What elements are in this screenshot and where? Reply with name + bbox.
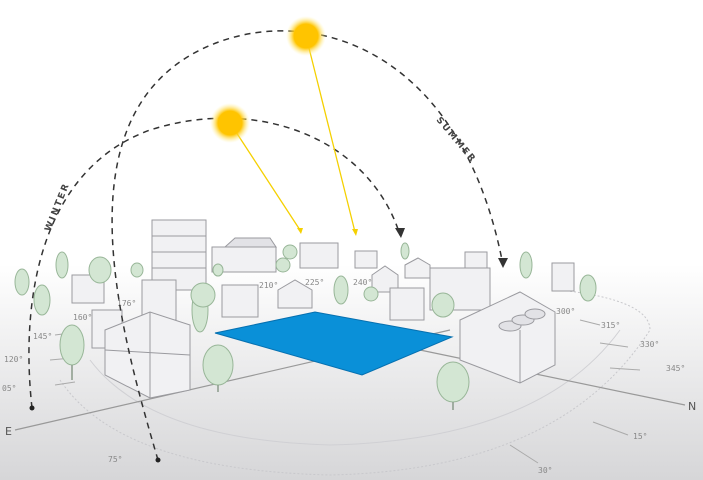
summer-sunrise-dot [155, 457, 161, 463]
degree-label-160: 160° [73, 313, 92, 322]
degree-label-30: 30° [538, 466, 552, 475]
summer-sun-path [111, 30, 504, 461]
degree-label-145: 145° [33, 332, 52, 341]
winter-sun-icon [210, 103, 250, 143]
degree-label-300: 300° [556, 307, 575, 316]
winter-arrow-icon [395, 228, 405, 238]
summer-sun-icon [286, 16, 326, 56]
degree-label-345: 345° [666, 364, 685, 373]
winter-sun-ray [235, 131, 301, 231]
site-plot[interactable] [214, 311, 454, 376]
degree-label-75: 75° [108, 455, 122, 464]
degree-label-225: 225° [305, 278, 324, 287]
degree-label-210: 210° [259, 281, 278, 290]
east-label: E [5, 425, 12, 438]
trees [14, 242, 597, 410]
winter-sunrise-dot [29, 405, 35, 411]
north-label: N [688, 400, 696, 413]
degree-label-120: 120° [4, 355, 23, 364]
degree-label-240: 240° [353, 278, 372, 287]
summer-sun-ray [308, 47, 356, 233]
degree-label-330: 330° [640, 340, 659, 349]
degree-label-105: 05° [2, 384, 16, 393]
degree-label-175: 176° [117, 299, 136, 308]
degree-label-15: 15° [633, 432, 647, 441]
buildings [71, 219, 575, 399]
summer-arrow-icon [498, 258, 508, 268]
degree-label-315: 315° [601, 321, 620, 330]
